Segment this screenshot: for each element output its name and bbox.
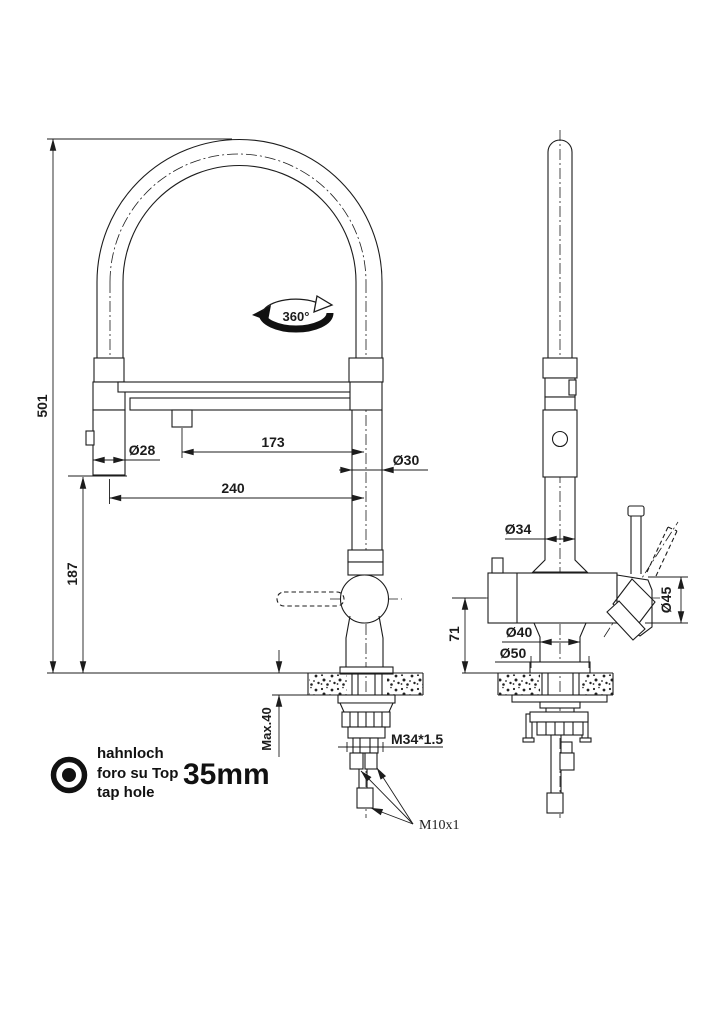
dimensions: 501 187 Ø28 173 Ø30 240 Max.40 M34*1.5 M… [34,138,688,833]
side-button [491,557,504,574]
tap-hole-label-it: foro su Top [97,765,178,782]
dim-counter-thickness-label: Max.40 [259,707,274,750]
spray-head [92,409,126,476]
dim-tube-diameter-label: Ø30 [393,452,420,468]
dim-axis-height-label: 71 [446,626,462,642]
dim-stud-thread-label: M10x1 [419,818,459,833]
dim-spout-reach-label: 240 [221,480,245,496]
ball-joint [339,574,390,624]
dim-valve-diameter-label: Ø45 [658,587,674,614]
rotation-360-icon: 360° [252,294,334,333]
countertop-section [309,674,347,695]
dim-base-diameter-label: Ø40 [506,624,533,640]
riser-tube [547,139,573,358]
lever-handle-front [276,591,345,607]
spout-arc-outer [96,138,383,283]
front-view [47,138,424,818]
stud-end-block [356,787,374,809]
spout-outlet [606,600,646,641]
rotation-angle-label: 360° [283,309,310,324]
tap-hole-label-de: hahnloch [97,745,164,762]
tap-hole-icon [50,756,88,794]
side-view [462,130,679,818]
stud-nut-right [364,752,378,770]
dim-spray-to-body-label: 173 [261,434,285,450]
dim-body-thread-label: M34*1.5 [391,731,443,747]
spout-arc-inner [122,165,357,283]
nozzle-tab [171,409,193,428]
dim-side-tube-diameter-label: Ø34 [505,521,532,537]
dim-total-height-label: 501 [34,394,50,418]
spray-collar [93,357,125,383]
base-flange-front [339,666,394,675]
support-bar-upper [117,381,353,393]
tap-hole-size-label: 35mm [183,758,270,791]
base-flange-side [529,661,591,674]
threaded-shank [352,737,379,754]
body-cylinder [487,572,618,624]
lever-cap [627,505,645,517]
tap-hole-label-en: tap hole [97,784,155,801]
stud-nut-left [349,752,364,770]
washer [337,694,396,704]
spray-button [85,430,95,446]
arc-centerline [109,153,367,283]
lever-alt-position [646,526,669,573]
body-hole [551,430,569,448]
dim-flange-diameter-label: Ø50 [500,645,527,661]
dim-spout-height-label: 187 [64,562,80,586]
tap-hole-note: hahnloch foro su Top tap hole 35mm [50,745,270,801]
support-bar-lower [129,397,353,411]
dim-spray-diameter-label: Ø28 [129,442,156,458]
